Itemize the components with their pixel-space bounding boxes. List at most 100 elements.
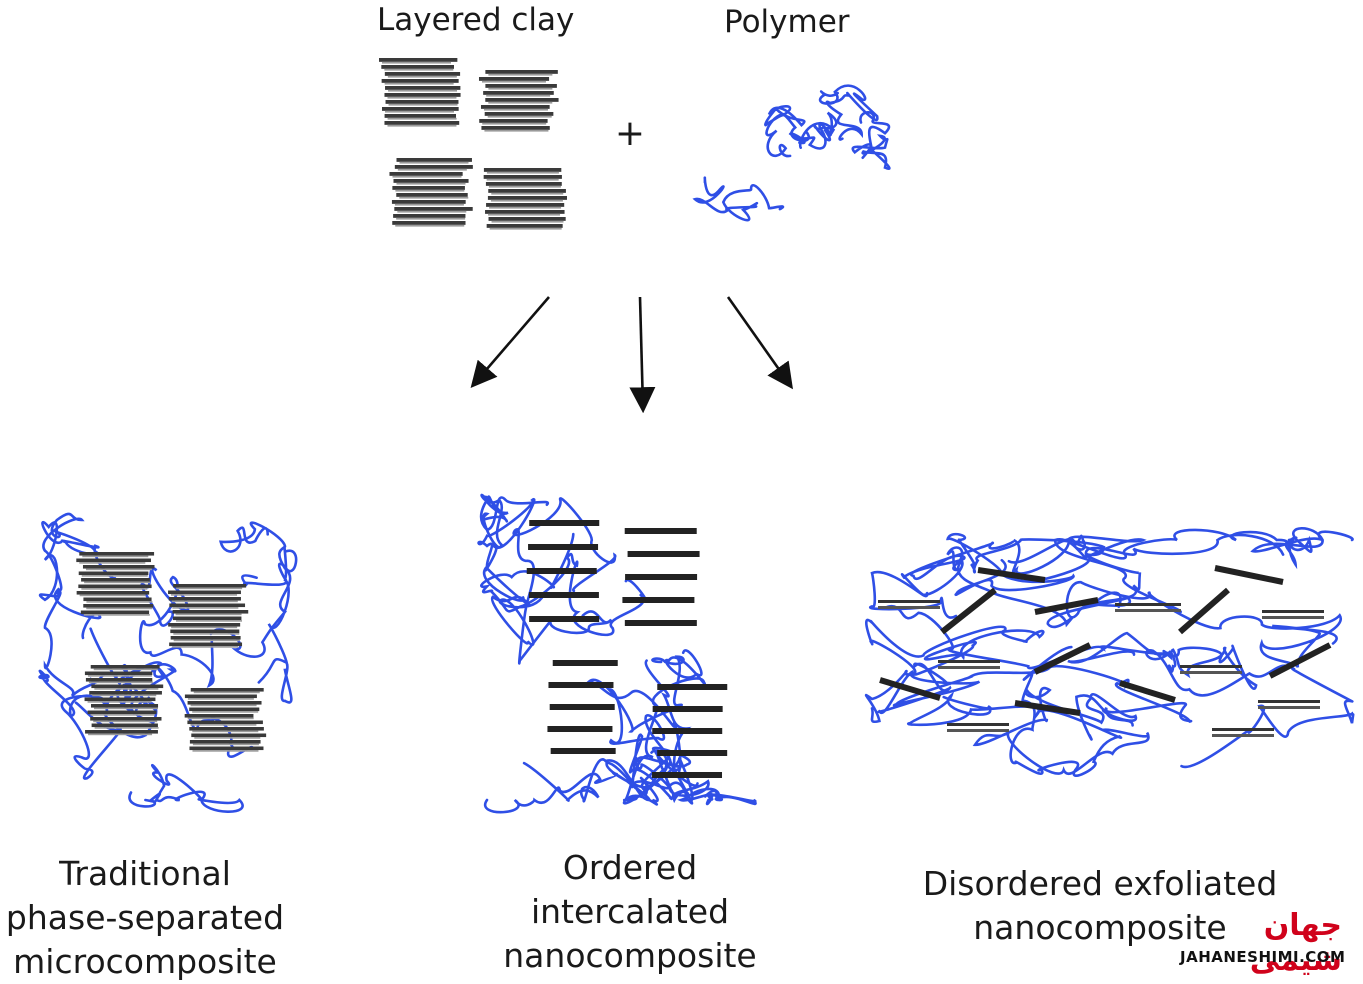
clay-layer bbox=[169, 603, 246, 608]
caption-phase-separated: Traditional phase-separated microcomposi… bbox=[0, 852, 290, 984]
clay-layer bbox=[652, 706, 723, 712]
clay-layer-shadow bbox=[190, 724, 257, 726]
clay-layer bbox=[85, 678, 153, 682]
clay-layer bbox=[78, 571, 149, 576]
caption-exfoliated: Disordered exfoliated nanocomposite bbox=[905, 862, 1295, 950]
clay-layer-shadow bbox=[176, 587, 243, 590]
clay-layer bbox=[384, 114, 457, 118]
clay-layer bbox=[83, 597, 152, 602]
polymer-chains bbox=[864, 527, 1355, 777]
caption-intercalated: Ordered intercalated nanocomposite bbox=[490, 846, 770, 978]
clay-layer bbox=[170, 636, 241, 640]
arrow-center bbox=[629, 296, 656, 414]
clay-layer bbox=[87, 710, 157, 715]
exfoliated-sheet bbox=[1034, 597, 1099, 615]
clay-layer bbox=[1180, 665, 1242, 668]
clay-layer bbox=[624, 620, 697, 626]
clay-layer-shadow bbox=[387, 117, 457, 120]
clay-layer bbox=[85, 730, 158, 734]
clay-layer bbox=[478, 77, 550, 81]
clay-stack bbox=[84, 665, 164, 736]
clay-layer bbox=[485, 70, 558, 74]
clay-layer bbox=[173, 616, 242, 621]
clay-layer bbox=[385, 100, 459, 104]
polymer-chains bbox=[692, 84, 891, 222]
clay-layer bbox=[657, 684, 728, 690]
clay-layer bbox=[90, 704, 159, 708]
clay-stack bbox=[379, 58, 461, 127]
clay-layer bbox=[384, 93, 461, 97]
clay-layer-shadow bbox=[392, 175, 462, 178]
clay-layer-shadow bbox=[397, 210, 467, 213]
clay-layer bbox=[392, 186, 465, 190]
polymer-chain bbox=[1036, 555, 1342, 669]
clay-layer bbox=[487, 196, 567, 200]
clay-layer bbox=[190, 688, 264, 692]
clay-layer bbox=[91, 684, 164, 689]
clay-layer-shadow bbox=[171, 626, 238, 629]
caption-line: Ordered bbox=[562, 848, 698, 887]
clay-layer bbox=[652, 772, 723, 778]
clay-layer-shadow bbox=[173, 633, 240, 635]
clay-layer bbox=[1262, 610, 1324, 613]
clay-layer-shadow bbox=[491, 192, 564, 195]
clay-layer bbox=[91, 723, 158, 728]
clay-layer-shadow bbox=[482, 122, 547, 125]
clay-layer bbox=[485, 84, 557, 88]
clay-layer bbox=[624, 528, 697, 534]
clay-layer bbox=[173, 584, 247, 588]
clay-layer bbox=[84, 671, 153, 676]
polymer-chain bbox=[628, 733, 699, 800]
clay-layer bbox=[483, 168, 562, 172]
clay-layer bbox=[947, 729, 1009, 732]
clay-layer bbox=[396, 158, 472, 162]
clay-layer-shadow bbox=[399, 196, 469, 199]
clay-layer-shadow bbox=[173, 639, 240, 642]
clay-layer bbox=[484, 112, 554, 116]
clay-layer-shadow bbox=[79, 562, 146, 564]
clay-layer-shadow bbox=[396, 182, 466, 185]
clay-layer bbox=[189, 707, 260, 712]
clay-layer-shadow bbox=[396, 217, 466, 220]
exfoliated-sheet bbox=[977, 567, 1046, 583]
caption-line: Traditional bbox=[59, 854, 231, 893]
clay-layer-shadow bbox=[486, 171, 559, 174]
clay-stack bbox=[168, 584, 249, 648]
clay-layer bbox=[187, 701, 262, 705]
clay-layer bbox=[391, 200, 466, 204]
clay-layer bbox=[657, 750, 728, 756]
clay-layer bbox=[396, 193, 468, 197]
polymer-chain bbox=[900, 534, 1182, 614]
clay-layer bbox=[938, 660, 1000, 663]
layered-clay-label: Layered clay bbox=[377, 2, 575, 38]
clay-layer bbox=[80, 610, 150, 615]
clay-layer-shadow bbox=[397, 168, 467, 171]
clay-layer bbox=[394, 165, 473, 169]
clay-layer bbox=[878, 606, 940, 609]
clay-layer bbox=[76, 558, 151, 563]
clay-layer-shadow bbox=[491, 220, 564, 223]
polymer-chain bbox=[692, 176, 785, 222]
clay-layer-shadow bbox=[489, 206, 562, 209]
clay-layer bbox=[1258, 700, 1320, 703]
clay-layer bbox=[622, 597, 695, 603]
clay-layer bbox=[528, 544, 599, 550]
clay-layer-shadow bbox=[387, 75, 457, 78]
clay-layer-shadow bbox=[187, 698, 254, 700]
clay-layer-shadow bbox=[194, 737, 261, 739]
clay-layer-shadow bbox=[394, 203, 464, 206]
caption-line: Disordered exfoliated bbox=[922, 864, 1278, 903]
clay-layer-shadow bbox=[92, 694, 157, 697]
clay-layer-shadow bbox=[488, 213, 561, 216]
clay-layer bbox=[189, 727, 264, 731]
clay-layer bbox=[480, 105, 550, 109]
exfoliated-sheet bbox=[1119, 680, 1176, 703]
clay-layer bbox=[393, 214, 466, 218]
clay-layer-shadow bbox=[384, 82, 454, 85]
polymer-chain bbox=[512, 497, 617, 665]
clay-layer bbox=[479, 119, 548, 123]
clay-layer bbox=[485, 98, 559, 102]
clay-layer bbox=[81, 578, 150, 582]
clay-layer-shadow bbox=[488, 73, 553, 76]
